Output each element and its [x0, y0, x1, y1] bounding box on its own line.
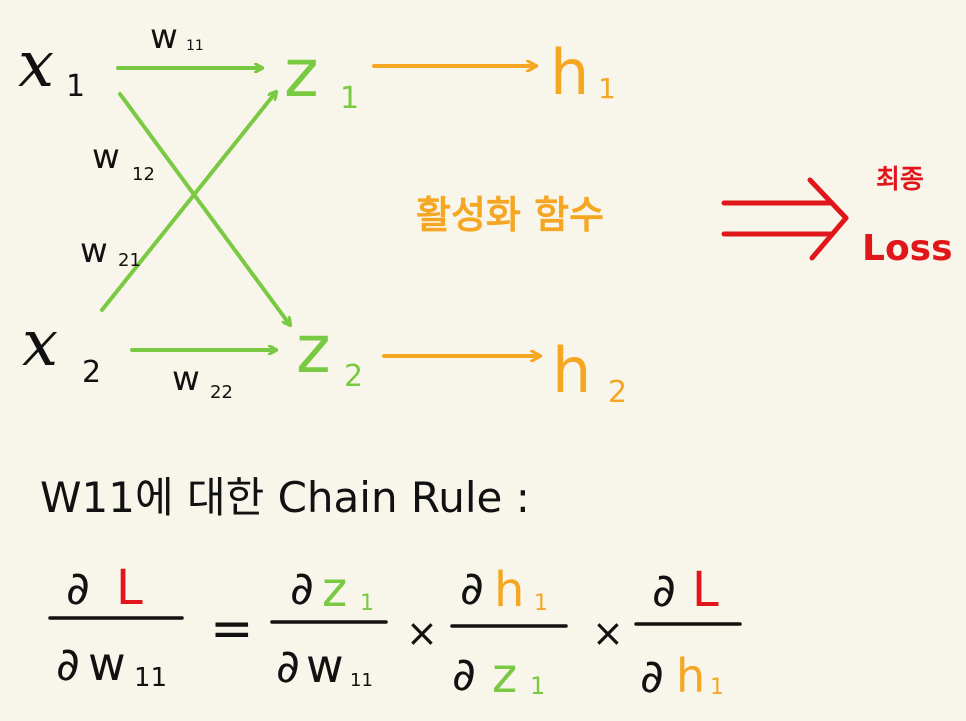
- term2-den-sub: 1: [530, 672, 545, 700]
- node-x1: x 1: [18, 28, 85, 104]
- chain-rule-title: W11에 대한 Chain Rule :: [40, 473, 530, 522]
- term1-fraction: ∂ z 1 ∂ w 11: [270, 561, 388, 693]
- node-h2-base: h: [552, 334, 591, 407]
- weight-w12-base: w: [92, 137, 120, 177]
- lhs-num-var: L: [116, 560, 143, 616]
- weight-w21-sub: 21: [118, 250, 141, 271]
- term1-num-partial: ∂: [290, 561, 314, 615]
- weight-w11: w 11: [150, 17, 204, 57]
- double-arrow-icon: [721, 177, 849, 261]
- weight-w21: w 21: [80, 231, 141, 271]
- edge-x2-z1: [100, 92, 276, 312]
- final-label-top: 최종: [876, 165, 924, 195]
- term2-num-sub: 1: [534, 591, 548, 616]
- node-h1-sub: 1: [598, 72, 616, 105]
- node-h2: h 2: [552, 334, 627, 410]
- weight-w11-sub: 11: [186, 38, 204, 54]
- node-z2: z 2: [296, 311, 363, 394]
- term1-den-sub: 11: [350, 670, 373, 691]
- edge-x1-z2: [118, 92, 290, 325]
- term2-fraction: ∂ h 1 ∂ z 1: [450, 561, 568, 704]
- node-x2-base: x: [22, 307, 58, 381]
- term3-num-var: L: [692, 562, 719, 618]
- weight-w21-base: w: [80, 231, 108, 271]
- weight-w11-base: w: [150, 17, 178, 57]
- term1-den-partial: ∂: [276, 639, 300, 693]
- times-sign-2: ×: [592, 611, 624, 655]
- final-label-loss: Loss: [862, 228, 953, 269]
- lhs-den-sub: 11: [134, 663, 167, 693]
- node-z1-sub: 1: [340, 81, 359, 116]
- term2-num-var: h: [494, 562, 524, 618]
- term3-num-partial: ∂: [652, 563, 676, 617]
- term3-den-sub: 1: [710, 675, 724, 700]
- term3-den-var: h: [676, 649, 705, 703]
- chain-rule-equation: ∂ L ∂ w 11 = ∂ z 1 ∂ w 11 × ∂ h 1 ∂ z: [48, 560, 742, 704]
- node-x2: x 2: [22, 307, 101, 390]
- term1-num-sub: 1: [360, 591, 374, 616]
- node-z1-base: z: [284, 35, 319, 112]
- term3-fraction: ∂ L ∂ h 1: [634, 562, 742, 703]
- weight-w22: w 22: [172, 359, 233, 403]
- node-x2-sub: 2: [82, 355, 101, 390]
- node-x1-base: x: [18, 28, 54, 102]
- node-z2-sub: 2: [344, 359, 363, 394]
- term2-den-var: z: [492, 648, 517, 704]
- activation-function-label: 활성화 함수: [416, 193, 604, 237]
- lhs-den-partial: ∂: [56, 637, 80, 691]
- node-x1-sub: 1: [66, 69, 85, 104]
- node-z2-base: z: [296, 311, 331, 388]
- term1-num-var: z: [322, 562, 347, 618]
- node-z1: z 1: [284, 35, 359, 116]
- node-h2-sub: 2: [608, 375, 627, 410]
- lhs-den-var: w: [88, 637, 126, 691]
- times-sign-1: ×: [406, 611, 438, 655]
- term2-den-partial: ∂: [452, 647, 476, 701]
- weight-w12: w 12: [92, 137, 155, 185]
- term2-num-partial: ∂: [460, 561, 484, 615]
- network-diagram: x 1 x 2 w 11 w 12 w 21 w 22: [18, 17, 953, 410]
- term3-den-partial: ∂: [640, 649, 664, 703]
- node-h1: h 1: [550, 36, 616, 109]
- lhs-fraction: ∂ L ∂ w 11: [48, 560, 184, 693]
- node-h1-base: h: [550, 36, 589, 109]
- term1-den-var: w: [306, 639, 344, 693]
- lhs-num-partial: ∂: [66, 561, 90, 615]
- equals-sign: =: [210, 599, 254, 659]
- weight-w22-sub: 22: [210, 382, 233, 403]
- weight-w22-base: w: [172, 359, 200, 399]
- weight-w12-sub: 12: [132, 164, 155, 185]
